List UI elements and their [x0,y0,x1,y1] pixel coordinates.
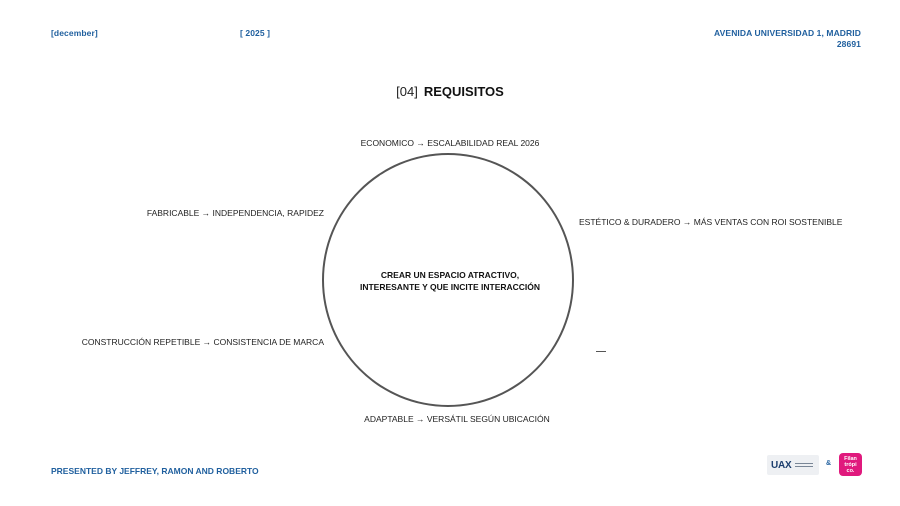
uax-logo-subtext [794,463,813,467]
section-number: [04] [396,84,418,99]
address-line-street: AVENIDA UNIVERSIDAD 1, MADRID [714,28,861,38]
filan-logo-line-3: co. [846,467,855,474]
presented-by: PRESENTED BY JEFFREY, RAMON AND ROBERTO [51,466,259,476]
header-year: [ 2025 ] [240,28,271,38]
center-goal-line-2: INTERESANTE Y QUE INCITE INTERACCIÓN [359,282,541,292]
filantropico-logo: Filan trópi co. [839,453,862,476]
dash-mark [596,351,606,352]
uax-logo: UAX [767,455,819,475]
header-address: AVENIDA UNIVERSIDAD 1, MADRID 28691 [714,28,861,50]
logo-ampersand: & [826,460,832,467]
address-line-postcode: 28691 [836,39,861,49]
requirement-economico: ECONOMICO → ESCALABILIDAD REAL 2026 [360,138,540,148]
requirement-construccion: CONSTRUCCIÓN REPETIBLE → CONSISTENCIA DE… [81,337,324,347]
requirement-adaptable: ADAPTABLE → VERSÁTIL SEGÚN UBICACIÓN [364,414,550,424]
section-title: REQUISITOS [423,84,504,99]
requirement-estetico: ESTÉTICO & DURADERO → MÁS VENTAS CON ROI… [579,217,843,227]
requirements-circle [322,153,574,407]
page-title: [04] REQUISITOS [0,83,900,101]
requirement-fabricable: FABRICABLE → INDEPENDENCIA, RAPIDEZ [146,208,324,218]
center-goal: CREAR UN ESPACIO ATRACTIVO, INTERESANTE … [330,269,570,293]
header-month: [december] [51,28,98,38]
uax-logo-mark: UAX [771,459,792,471]
center-goal-line-1: CREAR UN ESPACIO ATRACTIVO, [380,270,520,280]
filan-logo-line-2: trópi [844,461,857,468]
filan-logo-line-1: Filan [844,455,857,462]
